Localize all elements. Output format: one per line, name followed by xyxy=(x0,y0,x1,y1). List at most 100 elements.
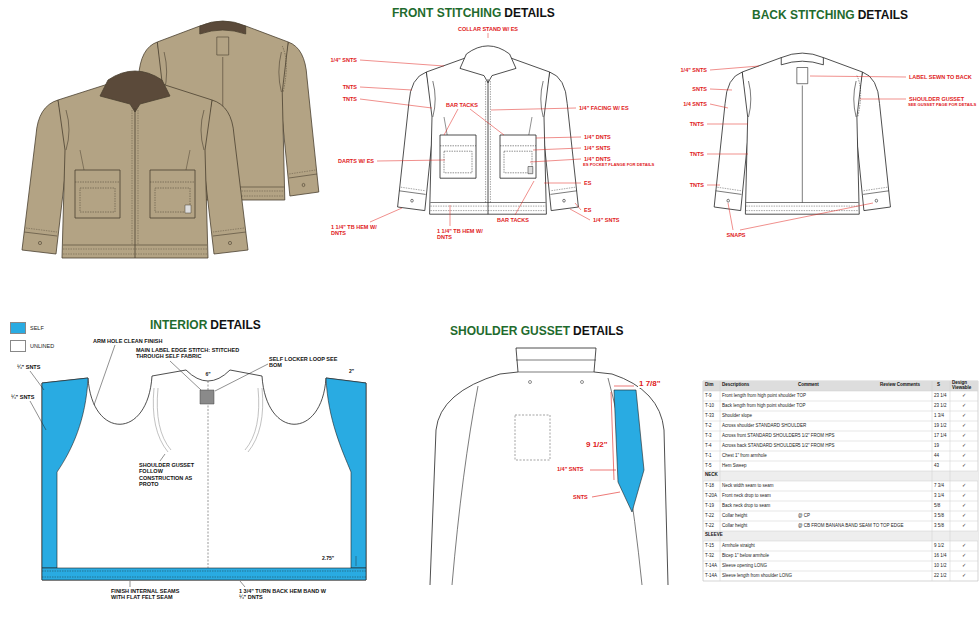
table-cell: T-2 xyxy=(705,423,712,428)
heading-word: DETAILS xyxy=(210,318,260,332)
table-cell: ✓ xyxy=(962,463,966,468)
table-cell: 5 1/2" FROM HPS xyxy=(798,433,835,438)
table-cell: 3 1/4 xyxy=(934,493,944,498)
leader-line xyxy=(536,137,581,138)
table-cell: 5/8 xyxy=(934,503,940,508)
leader-line xyxy=(360,99,432,108)
back-stitch-jacket xyxy=(714,53,890,214)
gusset-view xyxy=(529,381,532,384)
table-cell: 17 1/4 xyxy=(934,433,947,438)
table-cell: ✓ xyxy=(962,553,966,558)
callout-label: 1/4" DNTS xyxy=(583,134,612,140)
callout-label: 1/4" SNTS xyxy=(583,145,611,151)
callout-label: BAR TACKS xyxy=(445,102,479,108)
table-cell: T-4 xyxy=(705,443,712,448)
callout-label: SNAPS xyxy=(726,232,747,238)
callout-label: 1/4" SNTS xyxy=(556,466,584,472)
interior-flat xyxy=(153,388,262,452)
heading-word: DETAILS xyxy=(858,8,908,22)
callout-label: COLLAR STAND W/ ES xyxy=(457,26,519,32)
leader-line xyxy=(544,183,581,184)
callout-label: ES POCKET FLANGE FOR DETAILS xyxy=(583,163,654,168)
table-cell: T-9 xyxy=(705,393,712,398)
callout-label: SNTS xyxy=(572,494,589,500)
callout-label: MAIN LABEL EDGE STITCH: STITCHED THROUGH… xyxy=(135,347,262,360)
leader-line xyxy=(370,208,402,222)
callout-label: 1 7/8" xyxy=(638,379,662,388)
table-cell: 43 xyxy=(934,463,939,468)
table-cell: 23 1/2 xyxy=(934,403,947,408)
interior-flat xyxy=(326,378,366,568)
callout-label: TNTS xyxy=(342,96,358,102)
callout-label: 1 3/4" TURN BACK HEM BAND W ¼" DNTS xyxy=(238,588,335,601)
spec-table xyxy=(703,531,978,541)
leader-line xyxy=(515,181,534,215)
callout-label: SELF LOCKER LOOP SEE BOM xyxy=(268,356,352,369)
table-cell: 7 3/4 xyxy=(934,483,944,488)
table-cell: ✓ xyxy=(962,493,966,498)
leader-line xyxy=(710,104,728,108)
table-cell: 10 1/2 xyxy=(934,563,947,568)
leader-line xyxy=(360,60,444,66)
legend-text: UNLINED xyxy=(30,343,54,349)
heading-accent: INTERIOR xyxy=(150,318,207,332)
callout-label: 6" xyxy=(205,372,210,378)
callout-label: 2" xyxy=(349,369,354,375)
table-cell: Neck width seam to seam xyxy=(722,483,774,488)
table-cell: ✓ xyxy=(962,443,966,448)
table-header: Descriptions xyxy=(722,383,749,388)
table-cell: Armhole straight xyxy=(722,543,755,548)
table-cell: T-5 xyxy=(705,463,712,468)
spec-table xyxy=(703,381,978,581)
leader-line xyxy=(360,33,906,230)
callout-label: LABEL SEWN TO BACK xyxy=(908,74,973,80)
gusset-view xyxy=(430,348,668,585)
table-cell: Across front STANDARD SHOULDER xyxy=(722,433,798,438)
table-cell: 9 1/2 xyxy=(934,543,944,548)
gusset-view xyxy=(430,348,668,585)
callout-label: 9 1/2" xyxy=(585,440,609,449)
callout-label: ARM HOLE CLEAN FINISH xyxy=(92,338,163,344)
table-cell: 19 1/2 xyxy=(934,423,947,428)
table-cell: ✓ xyxy=(962,423,966,428)
table-cell: ✓ xyxy=(962,513,966,518)
table-cell: T-32 xyxy=(705,553,714,558)
section-heading: SHOULDER GUSSETDETAILS xyxy=(450,324,623,338)
table-cell: Bicep 1" below armhole xyxy=(722,553,769,558)
interior-flat xyxy=(30,345,366,587)
gusset-view xyxy=(515,415,550,460)
leader-line xyxy=(377,160,445,161)
table-cell: Hem Sweep xyxy=(722,463,747,468)
heading-accent: FRONT STITCHING xyxy=(392,6,501,20)
callout-label: SEE GUSSET PAGE FOR DETAILS xyxy=(908,103,976,108)
callout-label: TNTS xyxy=(689,182,705,188)
table-cell: Collar height xyxy=(722,513,747,518)
interior-flat xyxy=(42,571,366,577)
table-cell: T-15 xyxy=(705,543,714,548)
table-cell: ✓ xyxy=(962,573,966,578)
leader-line xyxy=(491,108,576,110)
table-cell: Back neck drop to seam xyxy=(722,503,770,508)
interior-flat xyxy=(208,381,209,568)
table-header: Review Comments xyxy=(880,383,920,388)
table-header: Dim xyxy=(705,383,714,388)
table-cell: T-18 xyxy=(705,483,714,488)
interior-flat xyxy=(30,345,268,587)
table-cell: Across shoulder STANDARD SHOULDER xyxy=(722,423,806,428)
table-cell: T-3 xyxy=(705,433,712,438)
callout-label: 1/4 SNTS xyxy=(682,101,708,107)
table-cell: ✓ xyxy=(962,523,966,528)
leader-line xyxy=(707,124,748,125)
leader-line xyxy=(707,185,720,186)
table-cell: Front neck drop to seam xyxy=(722,493,771,498)
back-stitch-jacket xyxy=(781,53,860,202)
callout-label: ES xyxy=(583,207,592,213)
table-cell: ✓ xyxy=(962,433,966,438)
table-cell: T-22 xyxy=(705,523,714,528)
table-cell: T-19 xyxy=(705,503,714,508)
table-cell: 5 1/2" FROM HPS xyxy=(798,443,835,448)
interior-flat xyxy=(356,556,357,566)
table-cell: ✓ xyxy=(962,503,966,508)
table-cell: T-14A xyxy=(705,573,717,578)
